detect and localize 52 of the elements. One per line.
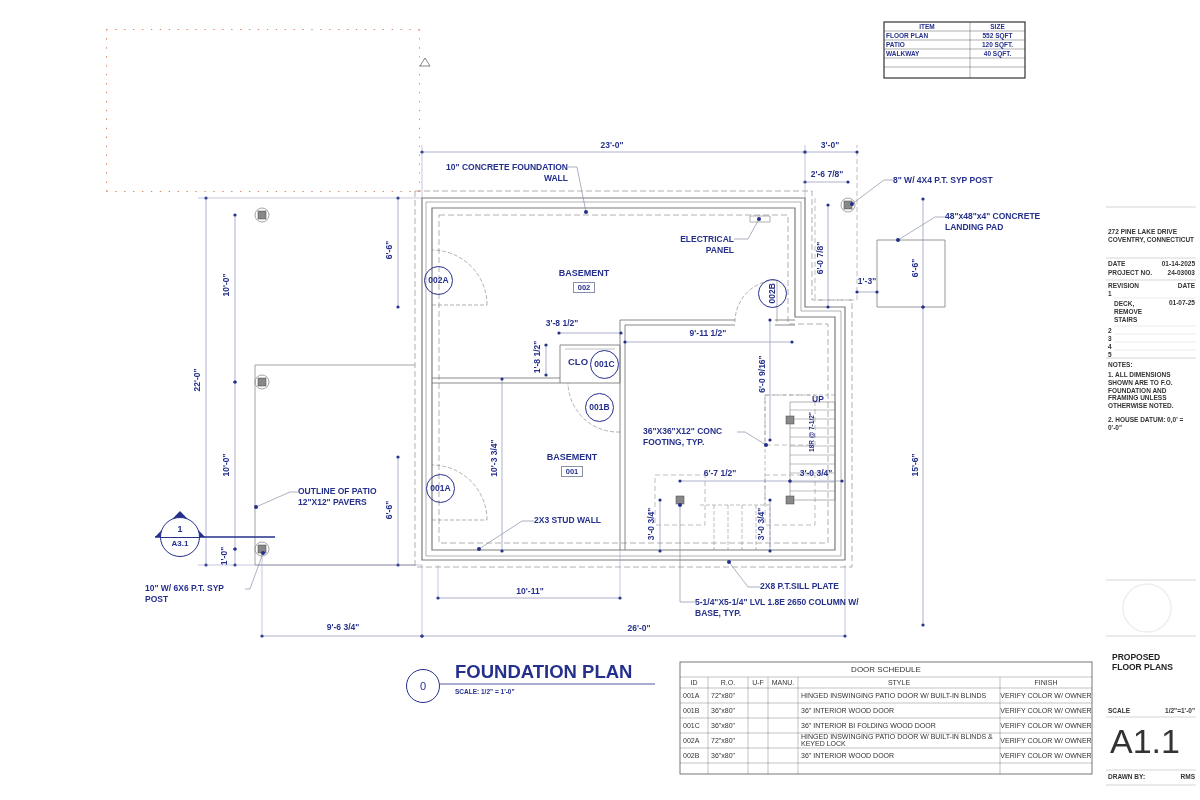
room-name: CLO (567, 357, 589, 367)
sheet-number: A1.1 (1110, 724, 1180, 758)
drawing-number: 0 (419, 680, 427, 692)
callout-text: 10" W/ 6X6 P.T. SYP POST (145, 583, 245, 607)
dimension-text: 10'-11" (516, 586, 544, 596)
sheet-number: A3.1 (171, 540, 189, 548)
callout-text: 10" CONCRETE FOUNDATION WALL (440, 162, 568, 186)
dimension-text: 1'-3" (857, 276, 877, 286)
door-tag-text: 001B (589, 403, 610, 412)
drawing-title: FOUNDATION PLAN (455, 663, 633, 682)
dimension-text: 3'-0 3/4" (756, 507, 766, 541)
dimension-text: 6'-6" (910, 258, 920, 278)
dimension-text: 6'-6" (384, 240, 394, 260)
dimension-text: 3'-0 3/4" (799, 468, 833, 478)
dimension-text: 6'-7 1/2" (703, 468, 737, 478)
door-tag-text: 002B (768, 283, 777, 304)
dimension-text: UP (812, 394, 824, 404)
dimension-text: 2'-6 7/8" (810, 169, 844, 179)
dimension-text: 9'-11 1/2" (689, 328, 727, 338)
room-name: BASEMENT (558, 268, 610, 278)
dimension-text: 26'-0" (627, 623, 651, 633)
dimension-text: 3'-8 1/2" (545, 318, 579, 328)
door-tag-text: 002A (428, 276, 449, 285)
callout-text: 8" W/ 4X4 P.T. SYP POST (893, 175, 1005, 199)
callout-text: 2X8 P.T.SILL PLATE (760, 581, 860, 593)
dimension-text: 3'-0 3/4" (646, 507, 656, 541)
dimension-text: 6'-6" (384, 500, 394, 520)
door-tag-text: 001A (430, 484, 451, 493)
dimension-text: 6'-0 9/16" (757, 355, 767, 393)
callout-text: 2X3 STUD WALL (534, 515, 614, 527)
section-number: 1 (177, 525, 183, 534)
room-name: BASEMENT (546, 452, 598, 462)
dimension-text: 1'-8 1/2" (532, 340, 542, 374)
dimension-text: 10'-3 3/4" (489, 439, 499, 477)
table-title: DOOR SCHEDULE (851, 665, 921, 674)
door-tag-text: 001C (594, 360, 615, 369)
dimension-text: 22'-0" (192, 368, 202, 392)
dimension-text: 23'-0" (600, 140, 624, 150)
revision-cloud (106, 29, 420, 192)
sheet-title: PROPOSED FLOOR PLANS (1112, 652, 1174, 673)
dimension-text: 1'-0" (219, 546, 229, 566)
dimension-text: 6'-0 7/8" (815, 241, 825, 275)
dimension-text: 15'-6" (910, 453, 920, 477)
dimension-text: 10'-0" (221, 273, 231, 297)
callout-text: 36"X36"X12" CONC FOOTING, TYP. (643, 426, 737, 450)
dimension-text: 10'-0" (221, 453, 231, 477)
callout-text: 48"x48"x4" CONCRETE LANDING PAD (945, 211, 1057, 235)
dimension-text: 3'-0" (820, 140, 840, 150)
dimension-text: 9'-6 3/4" (326, 622, 360, 632)
section-marker (160, 517, 200, 557)
callout-text: 5-1/4"X5-1/4" LVL 1.8E 2650 COLUMN W/ BASE, TYP. (695, 597, 865, 621)
callout-text: ELECTRICAL PANEL (660, 234, 734, 258)
